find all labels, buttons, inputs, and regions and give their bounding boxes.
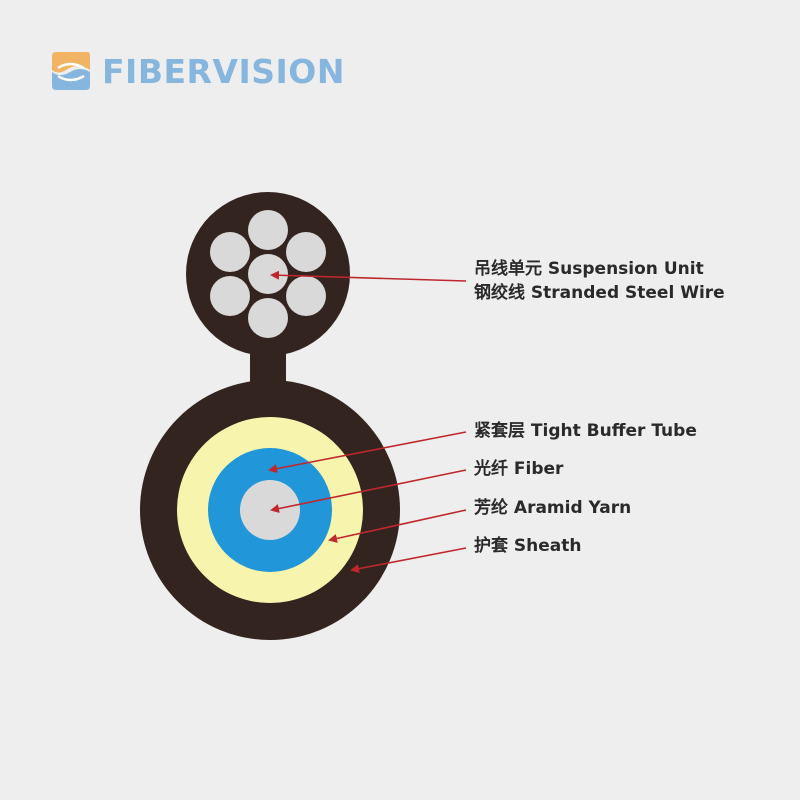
- steel-wire: [286, 276, 326, 316]
- fiber-arrow: [270, 469, 467, 513]
- label-aramid-yarn: 芳纶 Aramid Yarn: [474, 498, 632, 518]
- steel-wire-center: [248, 254, 288, 294]
- fiber: [240, 480, 300, 540]
- stranded-steel-wire: [210, 210, 326, 338]
- steel-wire: [210, 232, 250, 272]
- label-tight-buffer-tube: 紧套层 Tight Buffer Tube: [474, 421, 697, 441]
- label-suspension-unit: 吊线单元 Suspension Unit: [474, 259, 704, 279]
- label-fiber: 光纤 Fiber: [474, 459, 564, 479]
- steel-wire: [248, 298, 288, 338]
- fibervision-logo-icon: [52, 52, 90, 90]
- steel-wire: [286, 232, 326, 272]
- brand-name: FIBERVISION: [102, 51, 345, 91]
- tight-buffer-arrow: [268, 431, 467, 474]
- label-sheath: 护套 Sheath: [474, 536, 582, 556]
- suspension-unit-arrow: [270, 270, 467, 282]
- steel-wire: [210, 276, 250, 316]
- brand-logo: FIBERVISION: [50, 48, 345, 94]
- sheath-arrow: [350, 547, 467, 574]
- steel-wire: [248, 210, 288, 250]
- label-stranded-steel-wire: 钢绞线 Stranded Steel Wire: [474, 283, 725, 303]
- aramid-yarn-arrow: [328, 509, 467, 543]
